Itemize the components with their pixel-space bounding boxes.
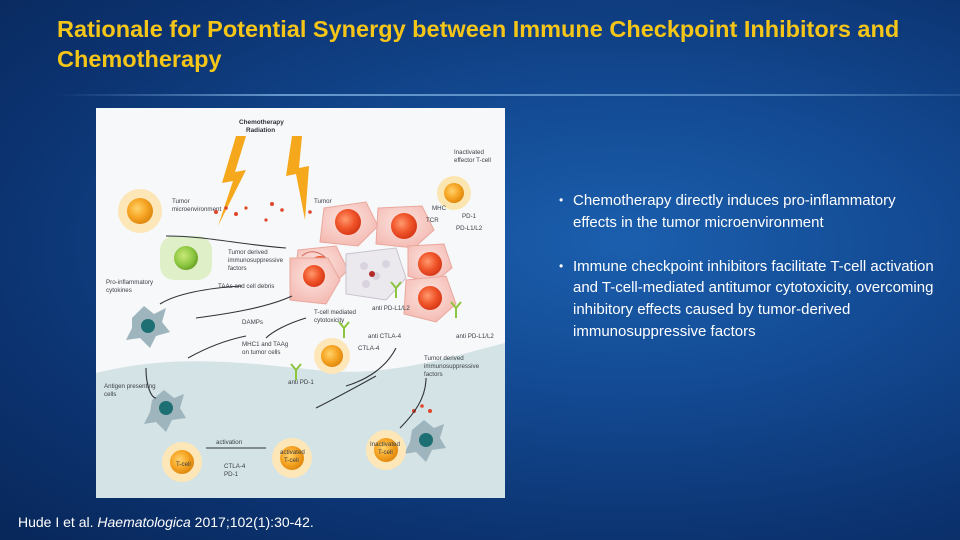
activated-label: activated [280, 449, 305, 456]
antibody-icons [290, 281, 462, 380]
tumor-derived-label: Tumor derived [228, 249, 268, 256]
mhc-label: MHC [432, 205, 447, 212]
tcr-label: TCR [426, 217, 439, 224]
mhc1-label: MHC1 and TAAg [242, 341, 289, 348]
anti-pdl-label: anti PD-L1/L2 [372, 305, 410, 312]
anti-pd1-label: anti PD-1 [288, 379, 314, 386]
lightning-bolt-icon [218, 136, 246, 226]
inactivated-label: Inactivated [370, 441, 400, 448]
slide-title: Rationale for Potential Synergy between … [57, 16, 900, 72]
tumor-derived-b-label-2: immunosuppressive [424, 363, 480, 370]
tcell-cyto-label: T-cell mediated [314, 309, 357, 316]
damps-label: DAMPs [242, 319, 263, 326]
pro-inflam-label-2: cytokines [106, 287, 132, 294]
taas-label: TAAs and cell debris [218, 283, 274, 290]
inactivated-label-2: T-cell [378, 449, 393, 456]
tumor-micro-label-2: microenvironment [172, 206, 221, 213]
inactivated-effector-label-2: effector T-cell [454, 157, 491, 164]
bullet-icon: • [559, 258, 564, 273]
mhc1-label-2: on tumor cells [242, 349, 281, 356]
activation-label: activation [216, 439, 243, 446]
lightning-bolt-icon [286, 136, 309, 220]
pd1-b-label: PD-1 [224, 471, 239, 478]
chemo-label: Chemotherapy [239, 119, 284, 126]
apc-label: Antigen presenting [104, 383, 156, 390]
mechanism-figure: Chemotherapy Radiation Inactivated effec… [96, 108, 505, 498]
citation: Hude I et al. Haematologica 2017;102(1):… [18, 514, 314, 530]
pdl-label: PD-L1/L2 [456, 225, 483, 232]
bullet-text: Chemotherapy directly induces pro-inflam… [573, 192, 896, 231]
ctla4-mid-label: CTLA-4 [358, 345, 380, 352]
tumor-derived-b-label-3: factors [424, 371, 443, 378]
citation-authors: Hude I et al. [18, 514, 94, 530]
anti-pdl-label-2: anti PD-L1/L2 [456, 333, 494, 340]
bullet-item: • Chemotherapy directly induces pro-infl… [558, 190, 938, 234]
anti-ctla4-label: anti CTLA-4 [368, 333, 402, 340]
inactivated-effector-label: Inactivated [454, 149, 484, 156]
ctla4-b-label: CTLA-4 [224, 463, 246, 470]
tumor-cell-cluster [289, 201, 457, 323]
radiation-label: Radiation [246, 127, 275, 134]
citation-details: 2017;102(1):30-42. [194, 514, 314, 530]
bullet-text: Immune checkpoint inhibitors facilitate … [573, 257, 934, 340]
pro-inflam-label: Pro-inflammatory [106, 279, 154, 286]
tumor-label: Tumor [314, 198, 332, 205]
bullet-item: • Immune checkpoint inhibitors facilitat… [558, 256, 938, 343]
pd1-label: PD-1 [462, 213, 477, 220]
bullet-icon: • [559, 193, 564, 207]
pathway-arrows [145, 235, 427, 449]
tumor-derived-label-3: factors [228, 265, 247, 272]
title-divider [57, 94, 960, 96]
activated-label-2: T-cell [284, 457, 299, 464]
tumor-derived-label-2: immunosuppressive [228, 257, 284, 264]
citation-journal: Haematologica [97, 514, 191, 530]
debris-dots [214, 202, 432, 413]
mechanism-diagram: Chemotherapy Radiation Inactivated effec… [96, 119, 505, 498]
tcell-label: T-cell [176, 461, 191, 468]
apc-label-2: cells [104, 391, 116, 398]
bullet-list: • Chemotherapy directly induces pro-infl… [558, 190, 938, 365]
tumor-micro-label: Tumor [172, 198, 190, 205]
tcell-cyto-label-2: cytotoxicity [314, 317, 345, 324]
tumor-derived-b-label: Tumor derived [424, 355, 464, 362]
